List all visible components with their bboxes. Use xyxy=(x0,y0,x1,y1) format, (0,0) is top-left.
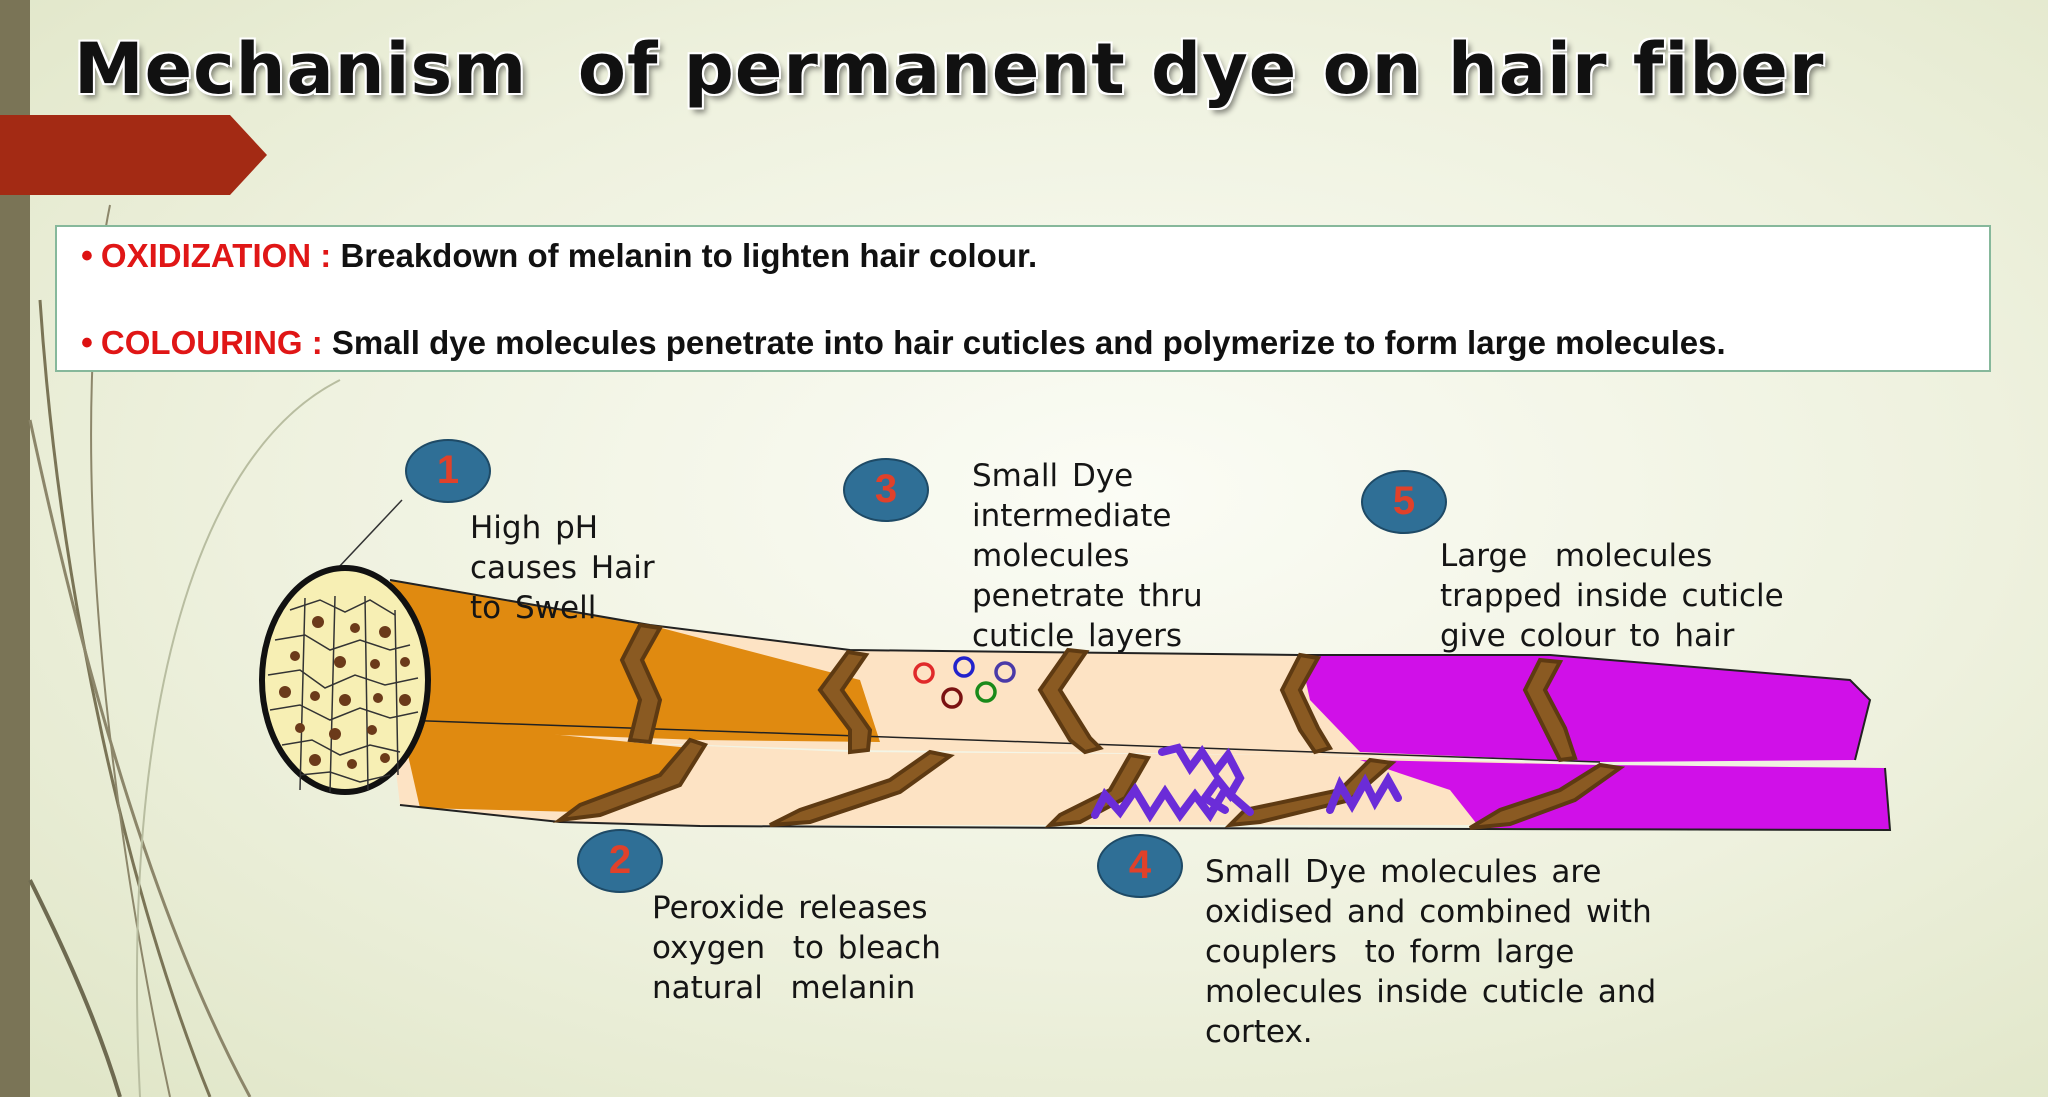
bullet-oxidization: •OXIDIZATION : Breakdown of melanin to l… xyxy=(81,237,1037,276)
bullet-icon: • xyxy=(81,324,93,362)
step-5-text: Large molecules trapped inside cuticle g… xyxy=(1440,538,1784,654)
step-1-circle: 1 xyxy=(405,439,491,503)
step-3-text: Small Dye intermediate molecules penetra… xyxy=(972,458,1203,654)
step-3-circle: 3 xyxy=(843,458,929,522)
step-2-circle: 2 xyxy=(577,829,663,893)
small-dye-molecules xyxy=(913,656,1016,709)
bullet-icon: • xyxy=(81,237,93,275)
term-colouring: COLOURING : xyxy=(100,324,323,361)
step-1-text: High pH causes Hair to Swell xyxy=(470,510,655,626)
step-4-text: Small Dye molecules are oxidised and com… xyxy=(1205,854,1657,1050)
step-5-circle: 5 xyxy=(1361,470,1447,534)
large-dye-molecules xyxy=(1091,743,1402,823)
definition-colouring: Small dye molecules penetrate into hair … xyxy=(331,324,1726,361)
colored-section-upper xyxy=(1300,655,1870,762)
definition-oxidization: Breakdown of melanin to lighten hair col… xyxy=(340,237,1038,274)
melanin-granules xyxy=(279,616,411,769)
step-2-text: Peroxide releases oxygen to bleach natur… xyxy=(652,890,941,1006)
hair-outline xyxy=(389,579,1892,832)
definitions-box: •OXIDIZATION : Breakdown of melanin to l… xyxy=(55,225,1991,372)
accent-arrow-tab xyxy=(0,115,267,195)
strand-divider xyxy=(399,719,1601,763)
slide-title: Mechanism of permanent dye on hair fiber xyxy=(74,28,1825,110)
term-oxidization: OXIDIZATION : xyxy=(100,237,332,274)
decorative-curves xyxy=(28,204,341,1097)
step-4-circle: 4 xyxy=(1097,834,1183,898)
cuticle-scales xyxy=(552,622,1626,830)
bullet-colouring: •COLOURING : Small dye molecules penetra… xyxy=(81,324,1726,363)
cortex-cells xyxy=(267,595,419,793)
